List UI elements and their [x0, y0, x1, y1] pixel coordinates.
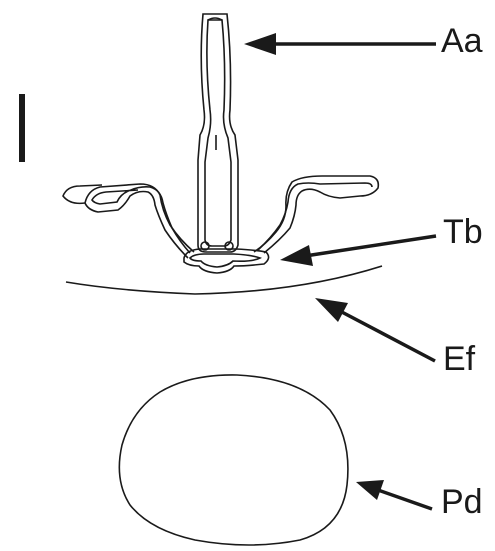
structure-aa: [198, 14, 238, 252]
arrow-ef: [315, 298, 435, 361]
label-tb: Tb: [443, 215, 483, 249]
structure-ef: [66, 266, 382, 294]
arrow-pd: [356, 480, 432, 509]
structure-pd: [119, 375, 348, 545]
label-aa: Aa: [441, 24, 483, 58]
arrow-aa: [244, 33, 436, 55]
structure-tb: [63, 176, 378, 273]
label-pd: Pd: [441, 485, 483, 519]
arrow-tb: [280, 236, 436, 266]
label-ef: Ef: [443, 342, 475, 376]
